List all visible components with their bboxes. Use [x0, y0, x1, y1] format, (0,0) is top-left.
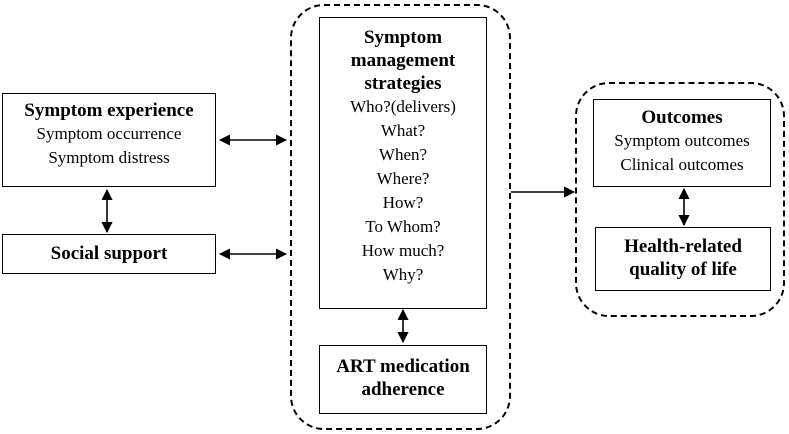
strategies-title: strategies — [364, 73, 442, 94]
strategies-group — [290, 4, 511, 430]
symptom-experience-box: Symptom experience Symptom occurrence Sy… — [2, 93, 216, 187]
strategy-question: How? — [382, 193, 424, 212]
strategies-box: Symptom management strategies Who?(deliv… — [319, 17, 487, 309]
strategy-question: What? — [380, 121, 426, 140]
quality-of-life-box: Health-related quality of life — [595, 227, 771, 291]
adherence-title: ART medication — [336, 356, 470, 377]
strategy-question: Who?(delivers) — [350, 97, 456, 116]
strategy-question: To Whom? — [365, 217, 441, 236]
outcomes-group — [575, 82, 785, 317]
outcomes-line: Symptom outcomes — [614, 131, 750, 150]
strategy-question: Why? — [382, 265, 424, 284]
strategies-title: Symptom — [363, 27, 443, 48]
strategy-question: When? — [378, 145, 428, 164]
adherence-title: adherence — [361, 379, 445, 400]
outcomes-title: Outcomes — [641, 107, 723, 128]
symptom-experience-line: Symptom occurrence — [36, 124, 182, 143]
quality-of-life-title: quality of life — [629, 259, 737, 280]
social-support-title: Social support — [50, 243, 168, 264]
outcomes-line: Clinical outcomes — [620, 155, 744, 174]
social-support-box: Social support — [2, 234, 216, 274]
strategy-question: How much? — [361, 241, 445, 260]
symptom-experience-title: Symptom experience — [24, 100, 194, 121]
adherence-box: ART medication adherence — [319, 345, 487, 414]
symptom-experience-line: Symptom distress — [48, 148, 170, 167]
strategy-question: Where? — [376, 169, 430, 188]
quality-of-life-title: Health-related — [624, 236, 742, 257]
outcomes-box: Outcomes Symptom outcomes Clinical outco… — [593, 99, 771, 187]
strategies-title: management — [350, 50, 456, 71]
